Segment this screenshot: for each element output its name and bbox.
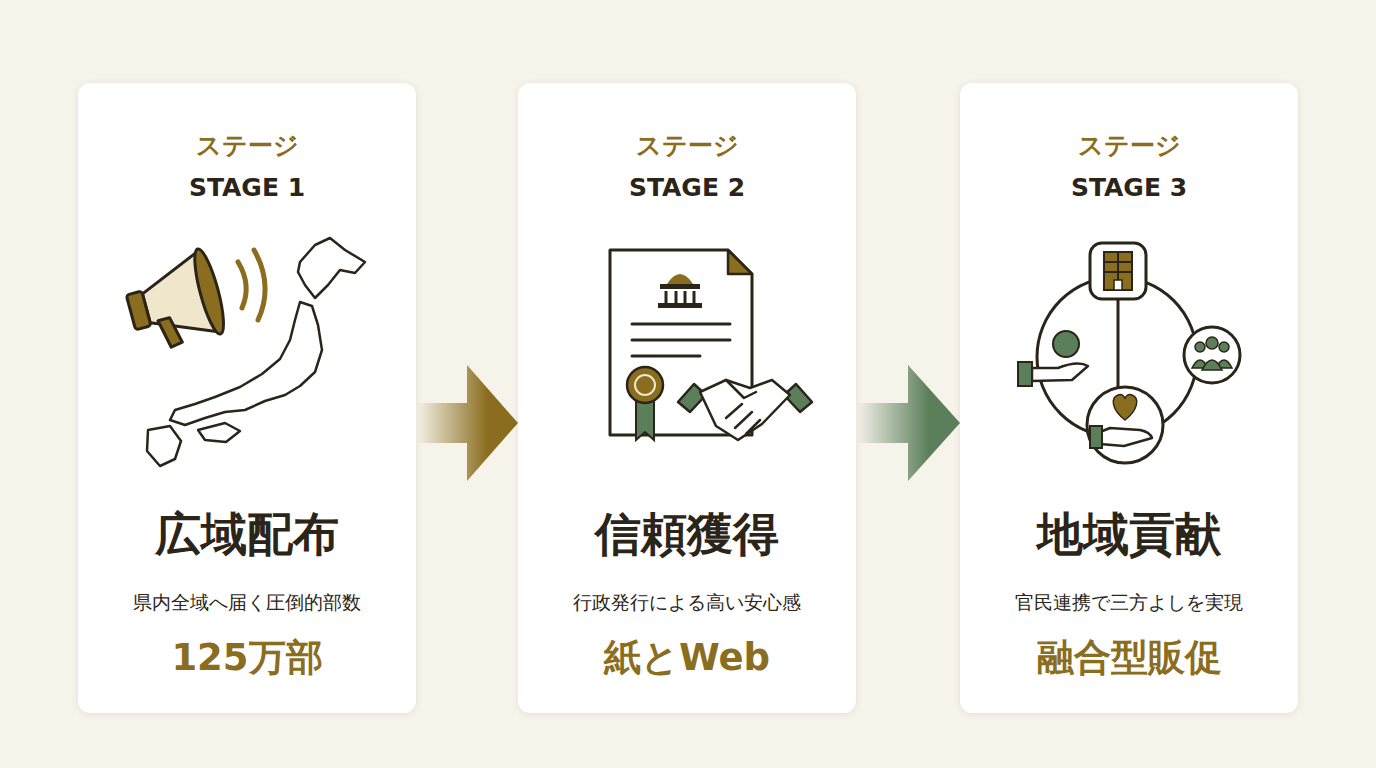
handshake-icon xyxy=(678,380,812,440)
stage-description: 行政発行による高い安心感 xyxy=(573,591,801,614)
stage-card: ステージ STAGE 3 地域貢献官民連携で三方よしを実現融合型販促 xyxy=(960,83,1298,713)
stage-highlight: 融合型販促 xyxy=(1037,636,1222,680)
stage-title: 広域配布 xyxy=(155,507,339,562)
stage-number: STAGE 3 xyxy=(1071,173,1187,203)
certificate-icon xyxy=(610,250,752,440)
cycle-icon xyxy=(1018,243,1240,463)
megaphone-icon xyxy=(120,247,230,355)
stage-card: ステージ STAGE 2 信頼獲得行政発行による高い安心感紙とWeb xyxy=(518,83,856,713)
stage-kana: ステージ xyxy=(636,131,739,161)
stage-number: STAGE 2 xyxy=(629,173,745,203)
stage-kana: ステージ xyxy=(1078,131,1181,161)
stage-kana: ステージ xyxy=(196,131,299,161)
stage-description: 県内全域へ届く圧倒的部数 xyxy=(133,591,361,614)
stage-description: 官民連携で三方よしを実現 xyxy=(1015,591,1243,614)
sound-waves xyxy=(238,250,265,320)
stage-number: STAGE 1 xyxy=(189,173,305,203)
stage-title: 信頼獲得 xyxy=(595,507,779,562)
flow-arrow xyxy=(856,365,960,481)
stage-title: 地域貢献 xyxy=(1037,507,1221,562)
stage-highlight: 紙とWeb xyxy=(604,636,770,680)
stage-card: ステージ STAGE 1 広域配布県内全域へ届く圧倒的部数 125万部 xyxy=(78,83,416,713)
japan-map xyxy=(147,238,365,466)
flow-arrow xyxy=(416,365,518,481)
stage-highlight: 125万部 xyxy=(171,636,322,680)
